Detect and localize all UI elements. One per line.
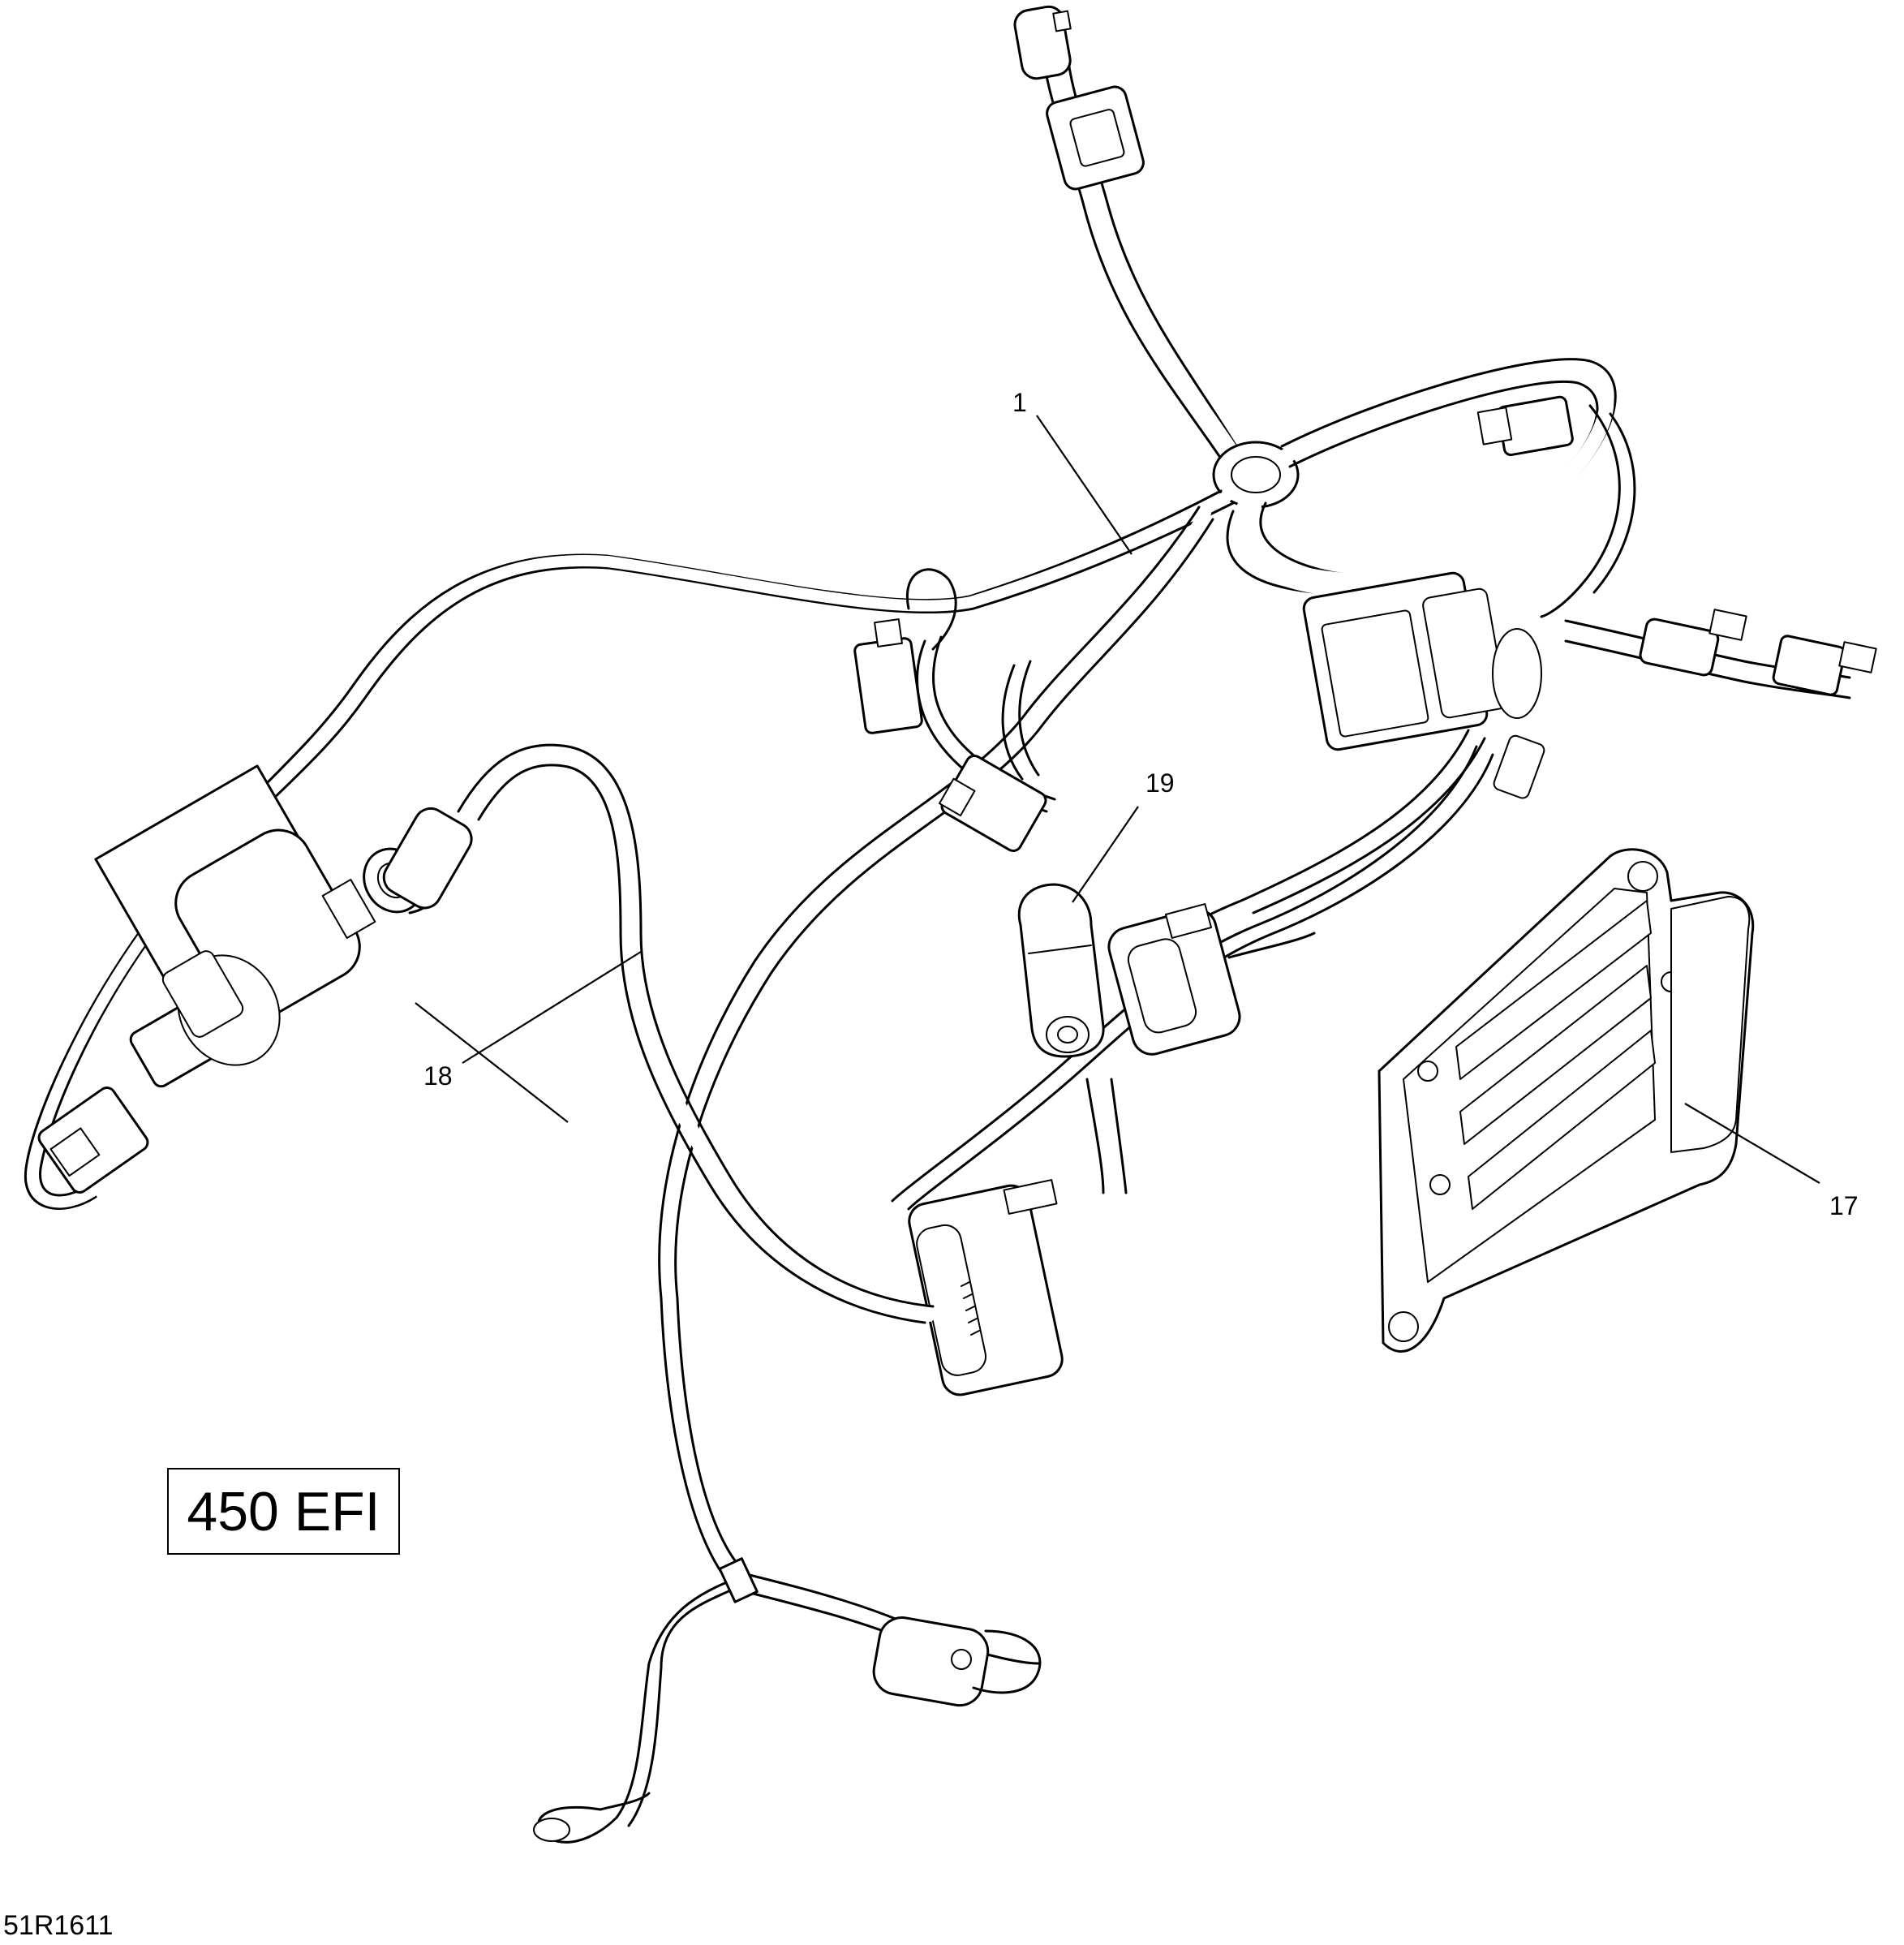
ecu-harness-connector	[1302, 571, 1545, 799]
ignition-coil-assembly	[94, 743, 936, 1324]
sensor-connector	[1107, 903, 1241, 1056]
callout-17-label: 17	[1829, 1191, 1859, 1220]
callout-18-leader-coil	[415, 1002, 569, 1123]
callout-18-leader-wire	[462, 951, 642, 1064]
engine-wiring-harness	[24, 5, 1877, 1844]
callout-1-leader	[1036, 415, 1133, 555]
model-label: 450 EFI	[167, 1468, 400, 1555]
callout-group: 1 19 18 17	[415, 388, 1859, 1220]
callout-1-label: 1	[1012, 388, 1027, 417]
callout-18-label: 18	[423, 1061, 453, 1091]
engine-control-module	[1377, 848, 1755, 1353]
callout-19-leader	[1072, 806, 1139, 903]
callout-17-leader	[1684, 1103, 1820, 1184]
protective-cap	[1017, 883, 1105, 1058]
main-multipin-connector	[908, 1179, 1064, 1396]
lower-connector	[872, 1616, 1042, 1707]
callout-19-label: 19	[1145, 768, 1175, 798]
figure-id: 51R1611	[3, 1910, 114, 1941]
